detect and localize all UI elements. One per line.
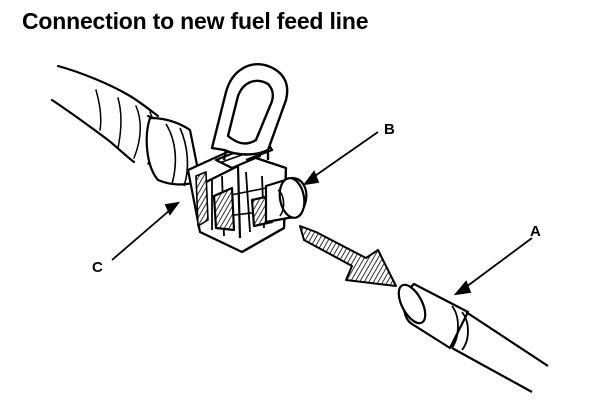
callout-c-label: C [92, 259, 103, 276]
hose-sleeve [145, 116, 202, 187]
new-fuel-line [397, 282, 549, 393]
removal-direction-arrow [299, 225, 397, 287]
callout-a-label: A [530, 223, 541, 240]
retainer-tab [210, 63, 289, 161]
callout-b-label: B [384, 121, 395, 138]
leader-lines [111, 131, 533, 296]
page-title: Connection to new fuel feed line [22, 8, 369, 34]
pipe-stub [264, 176, 308, 224]
